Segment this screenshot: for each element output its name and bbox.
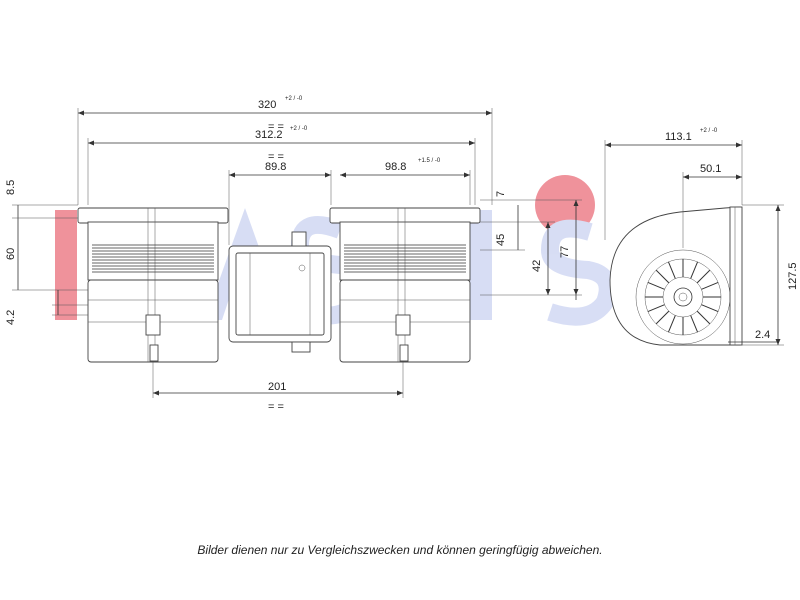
dim-housing-width: 98.8 xyxy=(385,161,406,173)
dim-motor-width: 89.8 xyxy=(265,161,286,173)
dim-flange-top: 8.5 xyxy=(5,180,17,195)
dim-outlet-offset: 7 xyxy=(495,191,507,197)
right-fan-wheel xyxy=(344,244,466,273)
dimension-lines: = = = = = = xyxy=(12,108,784,413)
dim-outlet-depth: 50.1 xyxy=(700,163,721,175)
dim-housing-width-tol: +1.5 / -0 xyxy=(418,158,441,164)
dim-housing-height: 60 xyxy=(5,248,17,260)
side-view-fan-spokes xyxy=(645,259,721,335)
left-fan-wheel xyxy=(92,244,214,273)
dim-side-height: 127.5 xyxy=(787,262,799,290)
dim-overall-width: 320 xyxy=(258,99,276,111)
motor xyxy=(228,231,332,353)
dim-overall-width-tol: +2 / -0 xyxy=(285,96,303,102)
mounting-clips xyxy=(145,314,411,362)
dim-outlet-spacing: 201 xyxy=(268,381,286,393)
dim-side-depth: 113.1 xyxy=(665,131,692,143)
svg-text:= =: = = xyxy=(268,401,284,413)
dim-inner-width-tol: +2 / -0 xyxy=(290,126,308,132)
disclaimer-caption: Bilder dienen nur zu Vergleichszwecken u… xyxy=(197,543,603,557)
svg-text:= =: = = xyxy=(268,121,284,133)
right-blower-housing xyxy=(329,207,481,363)
dim-flange-thickness: 2.4 xyxy=(755,329,770,341)
dim-outlet-height: 45 xyxy=(495,234,507,246)
dim-flange-bottom: 4.2 xyxy=(5,310,17,325)
dim-outlet-center: 42 xyxy=(531,260,543,272)
dim-inner-width: 312.2 xyxy=(255,129,283,141)
side-view-housing xyxy=(609,206,743,346)
dim-side-depth-tol: +2 / -0 xyxy=(700,128,718,134)
svg-text:= =: = = xyxy=(268,151,284,163)
dim-total-outlet: 77 xyxy=(559,246,571,258)
left-blower-housing xyxy=(77,207,229,363)
